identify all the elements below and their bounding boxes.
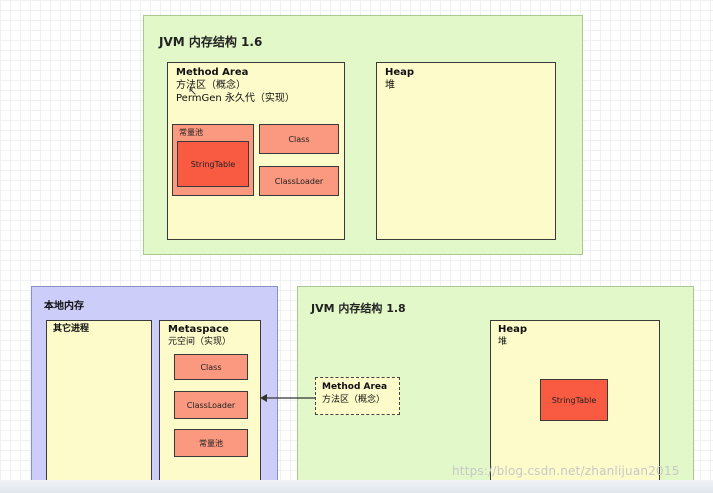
jvm18-title: JVM 内存结构 1.8 [311, 302, 406, 315]
mouse-cursor-icon: ↖ [188, 85, 198, 98]
heap-title: Heap [385, 67, 415, 78]
constant-pool-label: 常量池 [179, 128, 203, 137]
jvm18-string-table-box: StringTable [540, 379, 608, 421]
metaspace-classloader-label: ClassLoader [186, 400, 236, 410]
jvm18-method-area: Method Area 方法区（概念） [315, 377, 400, 415]
jvm18-string-table-label: StringTable [551, 395, 597, 405]
jvm18-heap-subtitle: 堆 [498, 337, 508, 347]
bottom-strip [0, 480, 713, 493]
string-table-label: StringTable [190, 159, 236, 169]
watermark: https://blog.csdn.net/zhanlijuan2015 [452, 464, 680, 478]
jvm16-heap: Heap 堆 [376, 62, 556, 240]
classloader-box: ClassLoader [259, 166, 339, 196]
arrowhead-icon [260, 394, 267, 402]
class-box: Class [259, 124, 339, 154]
other-process-box: 其它进程 [46, 320, 152, 485]
jvm18-heap-title: Heap [498, 324, 528, 335]
metaspace-constant-pool-box: 常量池 [174, 429, 248, 457]
metaspace-class-box: Class [174, 354, 248, 380]
metaspace-classloader-box: ClassLoader [174, 391, 248, 419]
native-memory-title: 本地内存 [44, 301, 84, 312]
heap-subtitle: 堆 [385, 80, 395, 91]
classloader-label: ClassLoader [274, 176, 324, 186]
jvm16-panel: JVM 内存结构 1.6 Method Area 方法区（概念） PermGen… [143, 15, 583, 255]
native-memory-panel: 本地内存 其它进程 Metaspace 元空间（实现） Class ClassL… [31, 286, 278, 486]
method-area-permgen: PermGen 永久代（实现） [176, 93, 295, 104]
metaspace-class-label: Class [200, 362, 222, 372]
jvm18-method-area-concept: 方法区（概念） [322, 395, 386, 405]
method-area-title: Method Area [176, 67, 249, 78]
metaspace-arrow [260, 394, 315, 402]
constant-pool-box: 常量池 StringTable [172, 124, 254, 196]
jvm18-heap: Heap 堆 StringTable [490, 320, 660, 485]
jvm16-method-area: Method Area 方法区（概念） PermGen 永久代（实现） ↖ 常量… [167, 62, 345, 240]
string-table-box: StringTable [177, 141, 249, 187]
jvm18-method-area-title: Method Area [322, 382, 388, 392]
metaspace-subtitle: 元空间（实现） [168, 337, 232, 347]
metaspace-title: Metaspace [168, 324, 229, 335]
metaspace-box: Metaspace 元空间（实现） Class ClassLoader 常量池 [159, 320, 261, 485]
jvm16-title: JVM 内存结构 1.6 [159, 35, 263, 49]
metaspace-constant-pool-label: 常量池 [199, 438, 223, 448]
class-label: Class [288, 134, 310, 144]
method-area-concept: 方法区（概念） [176, 80, 246, 91]
jvm18-panel: JVM 内存结构 1.8 Method Area 方法区（概念） Heap 堆 … [297, 286, 694, 486]
other-process-label: 其它进程 [53, 324, 90, 334]
